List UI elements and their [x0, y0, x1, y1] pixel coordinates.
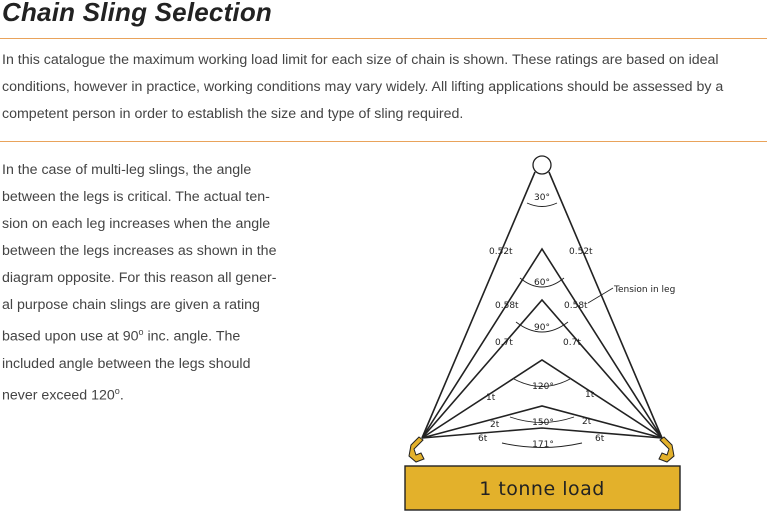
- angle-label: 60°: [534, 278, 550, 288]
- arc-120: [513, 378, 571, 387]
- arc-171: [501, 442, 583, 448]
- load-block: [404, 465, 681, 511]
- leg-30-left: [421, 171, 536, 439]
- body-line-text: inc. angle. The: [147, 328, 241, 345]
- body-line: sion on each leg increases when the angl…: [2, 216, 271, 232]
- tension-label: 0.7t: [495, 338, 513, 348]
- angle-label: 171°: [532, 440, 554, 450]
- angle-label: 120°: [532, 382, 554, 392]
- body-line-text: never exceed 120: [2, 387, 115, 404]
- tension-label: 0.52t: [569, 247, 593, 257]
- intro-paragraph: In this catalogue the maximum working lo…: [2, 52, 724, 122]
- degree-mark: o: [114, 385, 120, 396]
- hook-right-icon: [658, 436, 675, 463]
- tension-label: 0.7t: [563, 338, 581, 348]
- legs-90: [421, 298, 663, 439]
- leg-30-right: [548, 171, 663, 439]
- legs-60: [421, 247, 663, 439]
- hook-left-icon: [408, 436, 425, 463]
- master-ring: [532, 155, 552, 175]
- arc-60: [519, 277, 565, 288]
- angle-label: 30°: [534, 193, 550, 203]
- tension-caption: Tension in leg: [613, 285, 675, 295]
- body-line: diagram opposite. For this reason all ge…: [2, 270, 277, 286]
- arc-150: [509, 416, 575, 423]
- tension-label: 6t: [478, 434, 488, 444]
- body-line: al purpose chain slings are given a rati…: [2, 297, 260, 313]
- body-line: In the case of multi-leg slings, the ang…: [2, 162, 252, 178]
- page-title: Chain Sling Selection: [2, 0, 273, 27]
- tension-label: 0.58t: [564, 301, 588, 311]
- tension-label: 1t: [486, 393, 496, 403]
- body-line: between the legs increases as shown in t…: [2, 243, 277, 259]
- body-line-text: based upon use at 90: [2, 328, 139, 345]
- arc-30: [526, 202, 558, 207]
- body-paragraph: In the case of multi-leg slings, the ang…: [2, 157, 292, 409]
- tension-callout-line: [587, 287, 614, 304]
- divider-middle: [0, 141, 767, 142]
- degree-mark: o: [138, 327, 144, 337]
- body-line: based upon use at 90o inc. angle. The: [2, 319, 292, 351]
- tension-label: 0.52t: [489, 247, 513, 257]
- angle-arcs: [501, 202, 583, 448]
- body-line-text: .: [119, 387, 124, 404]
- tension-label: 2t: [582, 417, 592, 427]
- legs-171: [421, 427, 663, 439]
- angle-label: 90°: [534, 323, 550, 333]
- body-line: between the legs is critical. The actual…: [2, 189, 270, 205]
- angle-label: 150°: [532, 418, 554, 428]
- divider-top: [0, 38, 767, 39]
- body-line: never exceed 120o.: [2, 378, 292, 410]
- legs-150: [421, 405, 663, 439]
- body-line: included angle between the legs should: [2, 355, 251, 372]
- load-label: 1 tonne load: [479, 478, 605, 500]
- tension-label: 1t: [585, 390, 595, 400]
- sling-legs: [421, 171, 663, 439]
- arc-90: [515, 321, 569, 333]
- tension-label: 6t: [595, 434, 605, 444]
- tension-label: 2t: [490, 420, 500, 430]
- legs-120: [421, 359, 663, 439]
- tension-label: 0.58t: [495, 301, 519, 311]
